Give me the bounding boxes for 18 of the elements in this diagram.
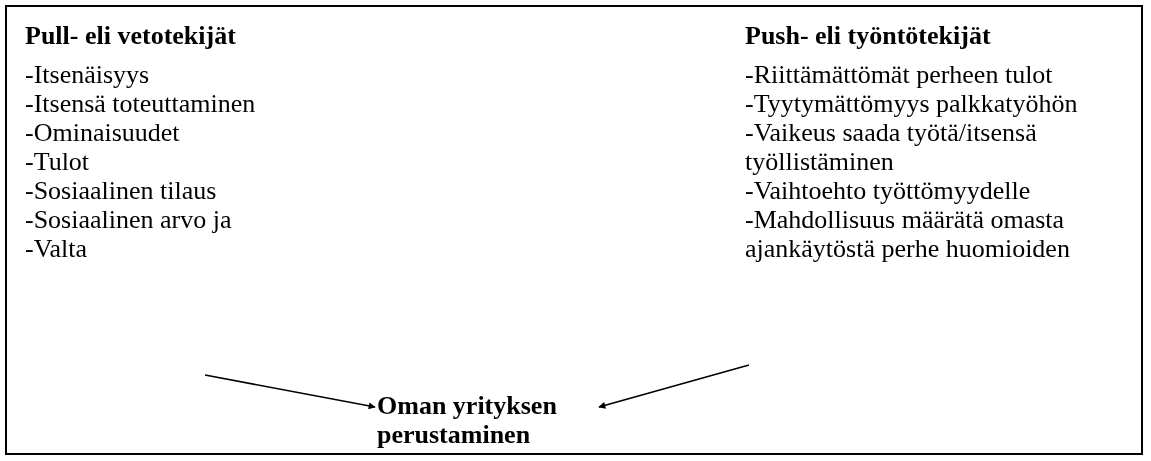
list-item: -Itsenäisyys <box>25 60 151 89</box>
list-item: -Ominaisuudet <box>25 118 181 147</box>
list-heading: Pull- eli vetotekijät <box>25 21 237 50</box>
list-item: -Sosiaalinen tilaus <box>25 176 218 205</box>
list-item: -Valta <box>25 234 89 263</box>
frame-box <box>5 5 1143 455</box>
goal-text: Oman yrityksen perustaminen <box>377 391 558 449</box>
list-item: -Vaihtoehto työttömyydelle <box>745 176 1032 205</box>
arrow <box>598 364 750 409</box>
list-item: -Mahdollisuus määrätä omasta ajankäytöstä perhe huomioiden <box>745 205 1071 263</box>
list-item: -Vaikeus saada työtä/itsensä työllistäminen <box>745 118 1038 176</box>
list-item: -Itsensä toteuttaminen <box>25 89 257 118</box>
list-item: -Tyytymättömyys palkkatyöhön <box>745 89 1079 118</box>
list-item: -Riittämättömät perheen tulot <box>745 60 1054 89</box>
arrow <box>204 374 376 410</box>
list-item: -Sosiaalinen arvo ja <box>25 205 233 234</box>
list-item: -Tulot <box>25 147 91 176</box>
list-heading: Push- eli työntötekijät <box>745 21 992 50</box>
